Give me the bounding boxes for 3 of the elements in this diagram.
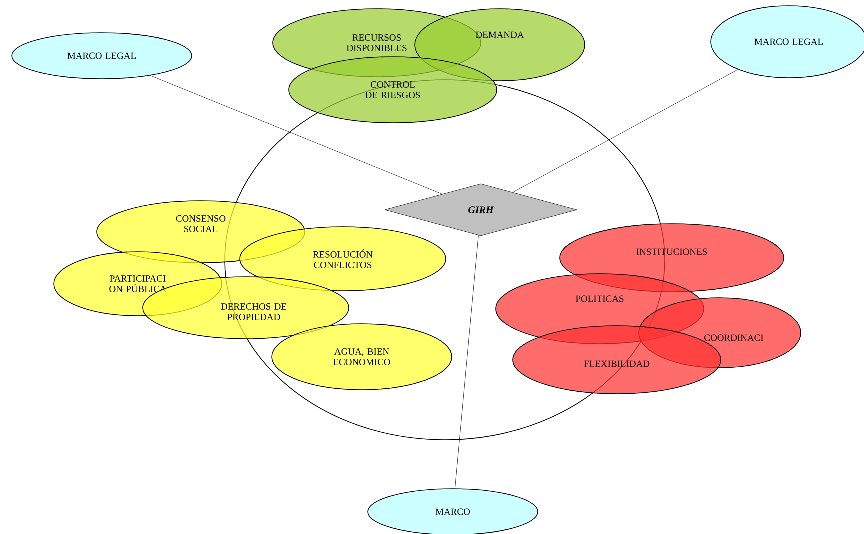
connector-line (454, 235, 479, 489)
connector-line (512, 70, 738, 193)
connector-line (150, 76, 443, 194)
